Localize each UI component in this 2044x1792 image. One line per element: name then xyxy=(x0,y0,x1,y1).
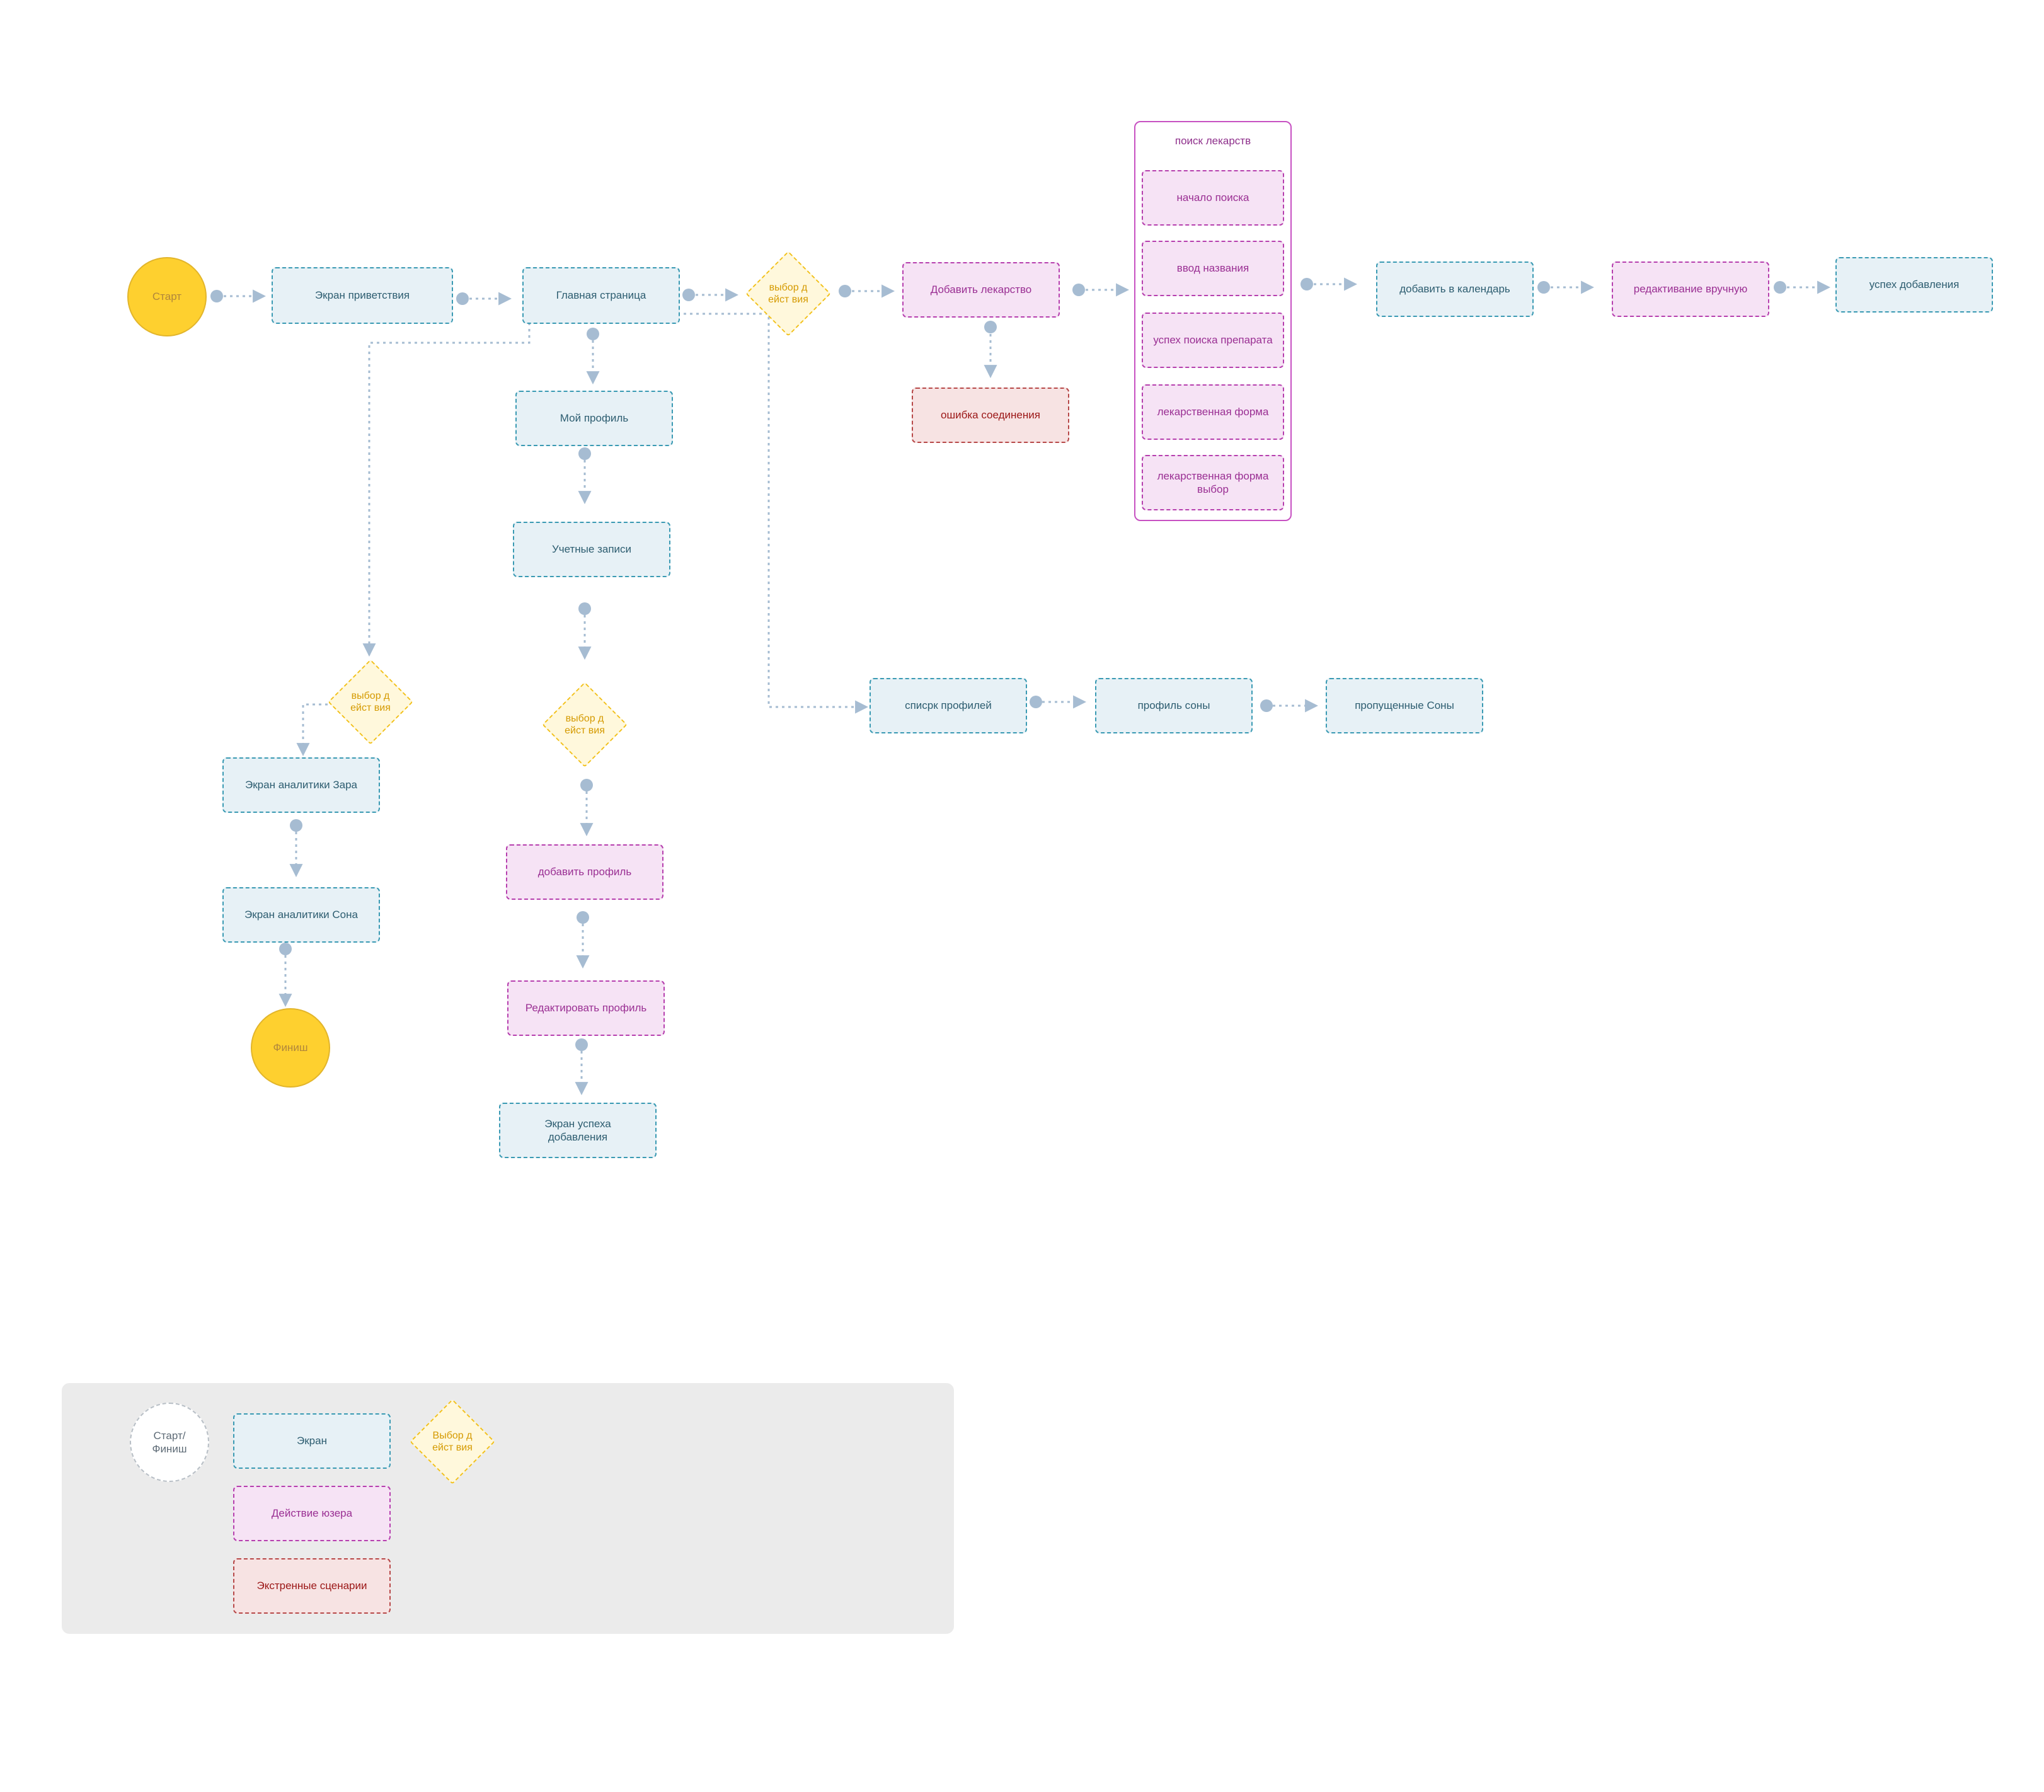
legend-emergency: Экстренные сценарии xyxy=(233,1558,391,1614)
legend-panel xyxy=(62,1383,954,1634)
connection-error: ошибка соединения xyxy=(912,388,1069,443)
dot-sona-bottom xyxy=(279,943,292,955)
legend-screen: Экран xyxy=(233,1413,391,1469)
dot-edit-bottom xyxy=(575,1038,588,1051)
dot-zara-bottom xyxy=(290,819,302,832)
name-input-item: ввод названия xyxy=(1142,241,1284,296)
dot-profiles-right xyxy=(1030,696,1042,708)
dot-decision-right xyxy=(839,285,851,297)
decision-left: выбор дейст вия xyxy=(328,659,413,745)
dot-add-bottom xyxy=(984,321,997,333)
dot-sonaprofile-right xyxy=(1260,699,1273,712)
main-page-screen: Главная страница xyxy=(522,267,680,324)
dot-manual-right xyxy=(1774,281,1786,294)
dot-start xyxy=(210,290,223,302)
search-success-item: успех поиска препарата xyxy=(1142,313,1284,368)
analytics-zara-screen: Экран аналитики Зара xyxy=(222,757,380,813)
decision-profile: выбор дейст вия xyxy=(542,682,628,767)
add-profile-action: добавить профиль xyxy=(506,844,663,900)
start-node: Старт xyxy=(127,257,207,336)
add-success-screen-profile: Экран успеха добавления xyxy=(499,1103,657,1158)
dot-main-bottom xyxy=(587,328,599,340)
legend-user-action: Действие юзера xyxy=(233,1486,391,1541)
manual-edit-action: редактивание вручную xyxy=(1612,261,1769,317)
add-success-screen: успех добавления xyxy=(1835,257,1993,313)
add-to-calendar-screen: добавить в календарь xyxy=(1376,261,1534,317)
decision-left-label: выбор дейст вия xyxy=(350,690,391,713)
my-profile-screen: Мой профиль xyxy=(515,391,673,446)
legend-decision: Выбор дейст вия xyxy=(410,1399,495,1485)
dosage-form-item: лекарственная форма xyxy=(1142,384,1284,440)
finish-node: Финиш xyxy=(251,1008,330,1088)
edit-profile-action: Редактировать профиль xyxy=(507,980,665,1036)
dot-calendar-right xyxy=(1537,281,1550,294)
analytics-sona-screen: Экран аналитики Сона xyxy=(222,887,380,943)
decision-top-label: выбор дейст вия xyxy=(768,282,808,305)
dot-search-right xyxy=(1300,278,1313,290)
decision-profile-label: выбор дейст вия xyxy=(565,713,605,736)
dot-accounts-bottom xyxy=(578,602,591,615)
connector-start-dots xyxy=(210,278,1786,1486)
welcome-screen: Экран приветствия xyxy=(272,267,453,324)
sona-profile-screen: профиль соны xyxy=(1095,678,1253,733)
edge-main-leftdecision xyxy=(362,316,531,657)
accounts-screen: Учетные записи xyxy=(513,522,670,577)
dosage-form-select-item: лекарственная форма выбор xyxy=(1142,455,1284,510)
profiles-list-screen: спиcрк профилей xyxy=(870,678,1027,733)
dot-profile-decision-bottom xyxy=(580,779,593,791)
edge-main-profiles xyxy=(677,313,869,714)
edge-leftdecision-zara xyxy=(296,703,328,757)
search-start-item: начало поиска xyxy=(1142,170,1284,226)
dot-add-right xyxy=(1072,284,1085,296)
dot-main-right xyxy=(682,289,695,301)
dot-welcome xyxy=(456,292,469,305)
add-medicine-action: Добавить лекарство xyxy=(902,262,1060,318)
legend-start-finish: Старт/ Финиш xyxy=(130,1403,209,1482)
sona-missed-screen: пропущенные Соны xyxy=(1326,678,1483,733)
dot-myprofile-bottom xyxy=(578,447,591,460)
medicine-search-title: поиск лекарств xyxy=(1174,135,1251,147)
legend-decision-label: Выбор дейст вия xyxy=(432,1430,473,1453)
decision-top: выбор дейст вия xyxy=(745,251,831,336)
dot-addprofile-bottom xyxy=(577,911,589,924)
